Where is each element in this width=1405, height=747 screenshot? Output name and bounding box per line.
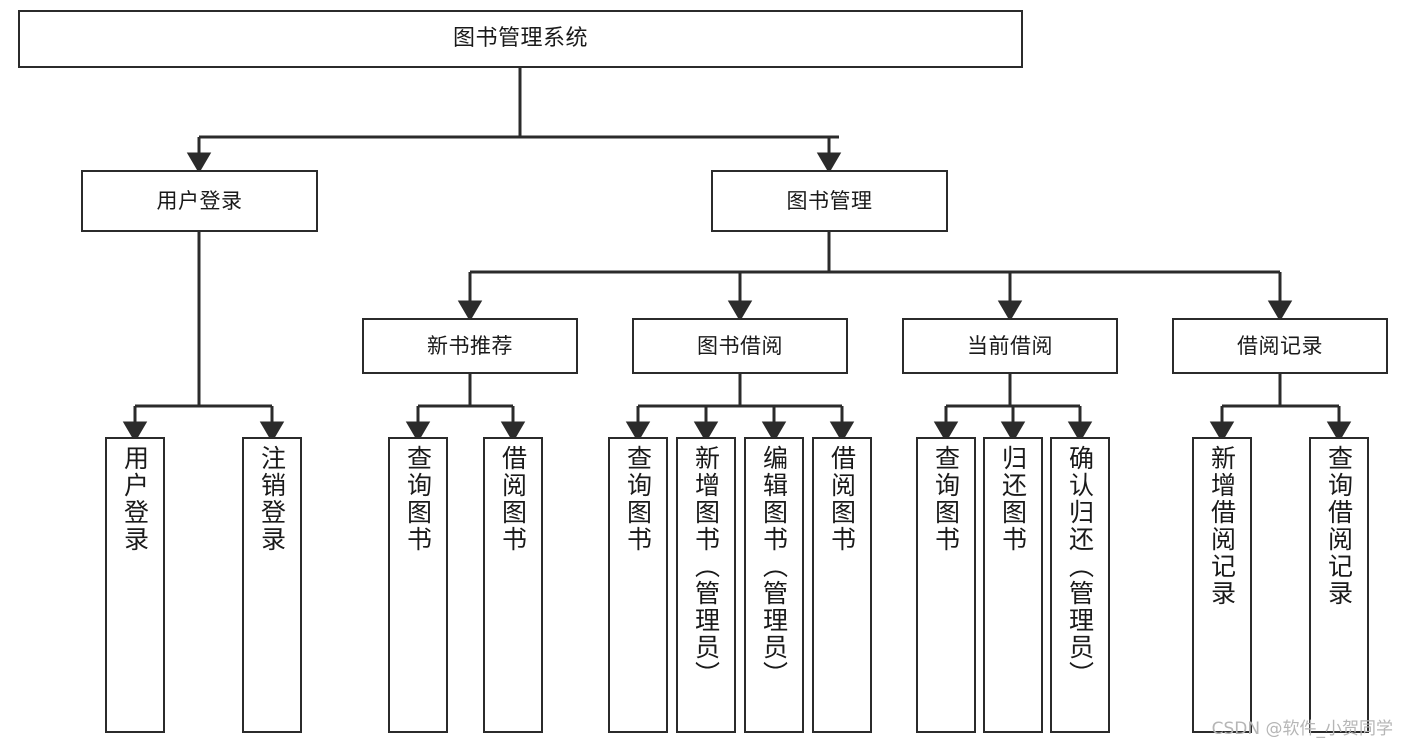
- node-leaf-query-borrow-record[interactable]: 查询借阅记录: [1309, 437, 1369, 733]
- node-book-manage-label: 图书管理: [786, 188, 873, 213]
- node-borrow-record-label: 借阅记录: [1237, 333, 1323, 358]
- node-current-borrow[interactable]: 当前借阅: [902, 318, 1118, 374]
- node-leaf-borrow-book-2[interactable]: 借阅图书: [812, 437, 872, 733]
- node-leaf-logout-login[interactable]: 注销登录: [242, 437, 302, 733]
- node-book-borrow[interactable]: 图书借阅: [632, 318, 848, 374]
- node-leaf-user-login-label: 用户登录: [120, 445, 150, 553]
- node-leaf-query-book-3-label: 查询图书: [931, 445, 961, 553]
- node-leaf-confirm-return-label: 确认归还（管理员）: [1065, 445, 1095, 688]
- node-leaf-edit-book-label: 编辑图书（管理员）: [759, 445, 789, 688]
- node-leaf-user-login[interactable]: 用户登录: [105, 437, 165, 733]
- node-leaf-query-borrow-record-label: 查询借阅记录: [1324, 445, 1354, 607]
- node-book-manage[interactable]: 图书管理: [711, 170, 948, 232]
- node-leaf-edit-book[interactable]: 编辑图书（管理员）: [744, 437, 804, 733]
- node-user-login-label: 用户登录: [156, 188, 243, 213]
- node-leaf-add-borrow-record-label: 新增借阅记录: [1207, 445, 1237, 607]
- node-leaf-borrow-book-1-label: 借阅图书: [498, 445, 528, 553]
- node-root[interactable]: 图书管理系统: [18, 10, 1023, 68]
- node-leaf-return-book[interactable]: 归还图书: [983, 437, 1043, 733]
- node-new-book-recommend[interactable]: 新书推荐: [362, 318, 578, 374]
- node-leaf-return-book-label: 归还图书: [998, 445, 1028, 553]
- node-leaf-add-book-label: 新增图书（管理员）: [691, 445, 721, 688]
- node-borrow-record[interactable]: 借阅记录: [1172, 318, 1388, 374]
- node-leaf-logout-login-label: 注销登录: [257, 445, 287, 553]
- node-leaf-borrow-book-2-label: 借阅图书: [827, 445, 857, 553]
- node-leaf-query-book-2[interactable]: 查询图书: [608, 437, 668, 733]
- node-book-borrow-label: 图书借阅: [697, 333, 783, 358]
- node-root-label: 图书管理系统: [452, 26, 588, 52]
- node-leaf-query-book-2-label: 查询图书: [623, 445, 653, 553]
- node-leaf-query-book-3[interactable]: 查询图书: [916, 437, 976, 733]
- node-user-login[interactable]: 用户登录: [81, 170, 318, 232]
- node-leaf-add-borrow-record[interactable]: 新增借阅记录: [1192, 437, 1252, 733]
- node-leaf-borrow-book-1[interactable]: 借阅图书: [483, 437, 543, 733]
- node-new-book-recommend-label: 新书推荐: [427, 333, 513, 358]
- node-leaf-query-book-1[interactable]: 查询图书: [388, 437, 448, 733]
- node-leaf-confirm-return[interactable]: 确认归还（管理员）: [1050, 437, 1110, 733]
- node-leaf-query-book-1-label: 查询图书: [403, 445, 433, 553]
- node-leaf-add-book[interactable]: 新增图书（管理员）: [676, 437, 736, 733]
- node-current-borrow-label: 当前借阅: [967, 333, 1053, 358]
